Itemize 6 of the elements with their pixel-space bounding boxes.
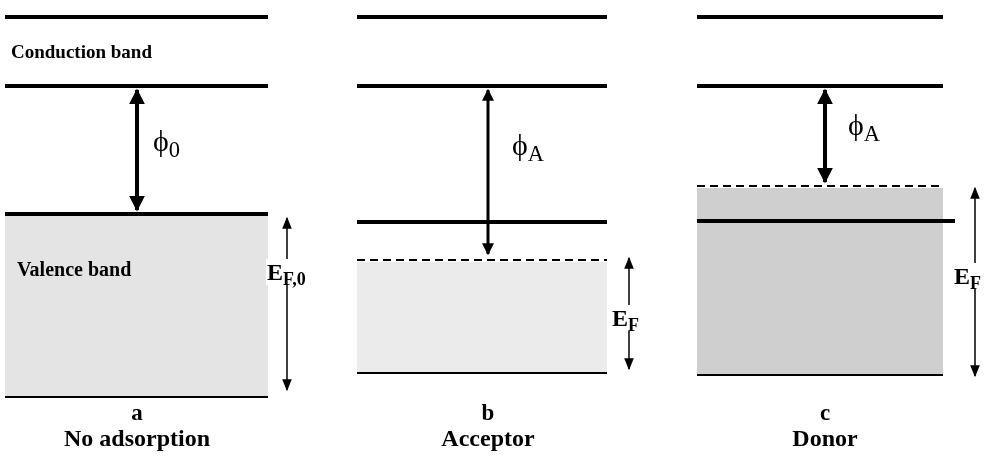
text-label: E$_{F}$ [611,305,640,331]
text-label: E$_{F}$ [953,263,982,289]
energy-band-region [357,262,607,372]
band-label: Valence band [17,257,132,282]
energy-band-region [5,216,268,396]
energy-band-region [697,188,943,374]
